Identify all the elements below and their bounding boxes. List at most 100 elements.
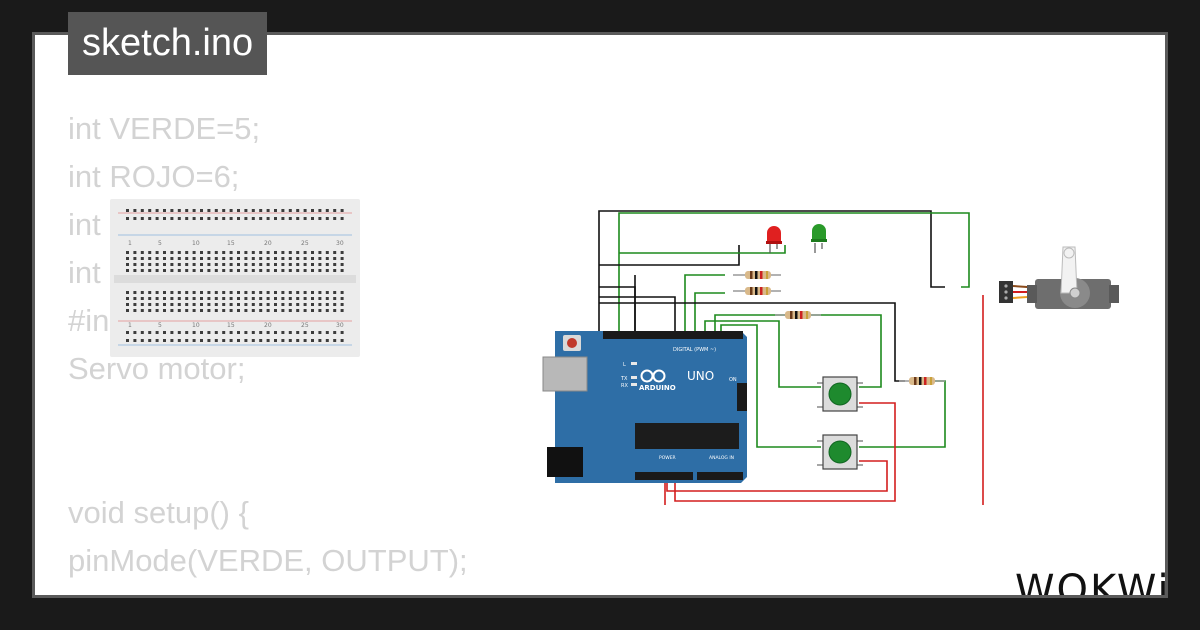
breadboard-hole [281,257,285,260]
breadboard-hole [163,309,166,312]
breadboard[interactable]: 1 5 10 15 20 25 30 1 5 10 15 20 25 30 [110,199,360,357]
breadboard-hole [237,291,240,294]
breadboard-hole [259,217,263,220]
breadboard-hole [133,269,137,272]
breadboard-hole [303,269,307,272]
reset-button[interactable] [567,338,577,348]
breadboard-hole [155,339,159,342]
breadboard-hole [214,209,218,212]
wire-green [720,324,821,448]
breadboard-hole [244,291,248,294]
power-header [635,472,693,480]
breadboard-hole [274,257,277,260]
tx-led-label: TX [620,376,628,382]
resistor[interactable] [899,377,945,385]
wires [598,210,984,505]
breadboard-hole [311,257,314,260]
breadboard-hole [281,309,285,312]
breadboard-hole [185,303,189,306]
breadboard-hole [222,309,226,312]
resistor[interactable] [733,271,781,279]
breadboard-hole [281,331,285,334]
wire-green [704,320,821,388]
breadboard-hole [333,251,337,254]
pushbutton[interactable] [817,376,863,412]
bb-row-number: 1 [128,322,132,329]
led-red[interactable] [766,226,782,253]
breadboard-hole [288,297,292,300]
breadboard-hole [296,269,300,272]
breadboard-hole [303,331,307,334]
breadboard-hole [259,303,263,306]
breadboard-hole [274,339,277,342]
power-label: POWER [659,455,676,461]
circuit-diagram: DIGITAL (PWM ~) UNO ARDUINO ON L TX RX P… [542,210,1119,505]
breadboard-hole [318,269,322,272]
breadboard-hole [229,309,233,312]
breadboard-hole [318,303,322,306]
breadboard-hole [126,339,129,342]
wire-green [714,314,882,388]
breadboard-hole [222,269,226,272]
breadboard-hole [340,217,344,220]
breadboard-hole [200,303,203,306]
breadboard-hole [207,309,211,312]
breadboard-hole [259,331,263,334]
breadboard-hole [133,309,137,312]
breadboard-hole [325,263,329,266]
breadboard-hole [140,331,144,334]
code-line: pinMode(ROJO, OUTPUT); [68,585,468,595]
breadboard-hole [133,291,137,294]
bb-row-number: 10 [192,322,200,329]
arduino-uno-board[interactable]: DIGITAL (PWM ~) UNO ARDUINO ON L TX RX P… [542,331,747,483]
breadboard-hole [140,209,144,212]
wokwi-logo: WOKWi [1015,567,1165,595]
breadboard-hole [192,217,196,220]
breadboard-hole [303,209,307,212]
breadboard-hole [303,297,307,300]
breadboard-hole [340,291,344,294]
breadboard-hole [163,251,166,254]
wire-green [619,245,786,254]
breadboard-hole [222,339,226,342]
breadboard-hole [311,263,314,266]
breadboard-hole [281,291,285,294]
breadboard-hole [140,263,144,266]
code-line: #in [68,303,110,338]
breadboard-hole [251,303,255,306]
breadboard-hole [207,291,211,294]
breadboard-hole [244,263,248,266]
breadboard-hole [251,263,255,266]
wire-black [599,245,740,266]
breadboard-hole [229,303,233,306]
breadboard-hole [207,331,211,334]
breadboard-hole [244,269,248,272]
breadboard-hole [237,251,240,254]
breadboard-hole [148,291,152,294]
breadboard-hole [177,303,181,306]
breadboard-hole [288,257,292,260]
atmega-chip [635,423,739,449]
bb-row-number: 30 [336,322,344,329]
servo-motor[interactable] [999,246,1119,309]
breadboard-hole [207,251,211,254]
breadboard-hole [244,339,248,342]
breadboard-hole [288,339,292,342]
breadboard-hole [155,309,159,312]
led-green[interactable] [811,224,827,253]
breadboard-hole [185,257,189,260]
breadboard-hole [148,257,152,260]
code-line [68,393,468,441]
breadboard-hole [192,269,196,272]
pushbutton[interactable] [817,434,863,470]
file-tab[interactable]: sketch.ino [68,12,268,75]
breadboard-hole [140,297,144,300]
breadboard-hole [296,209,300,212]
resistor[interactable] [733,287,781,295]
breadboard-hole [126,257,129,260]
arduino-logo [640,369,666,383]
resistor[interactable] [775,311,821,319]
breadboard-hole [177,257,181,260]
breadboard-hole [274,309,277,312]
breadboard-hole [311,303,314,306]
